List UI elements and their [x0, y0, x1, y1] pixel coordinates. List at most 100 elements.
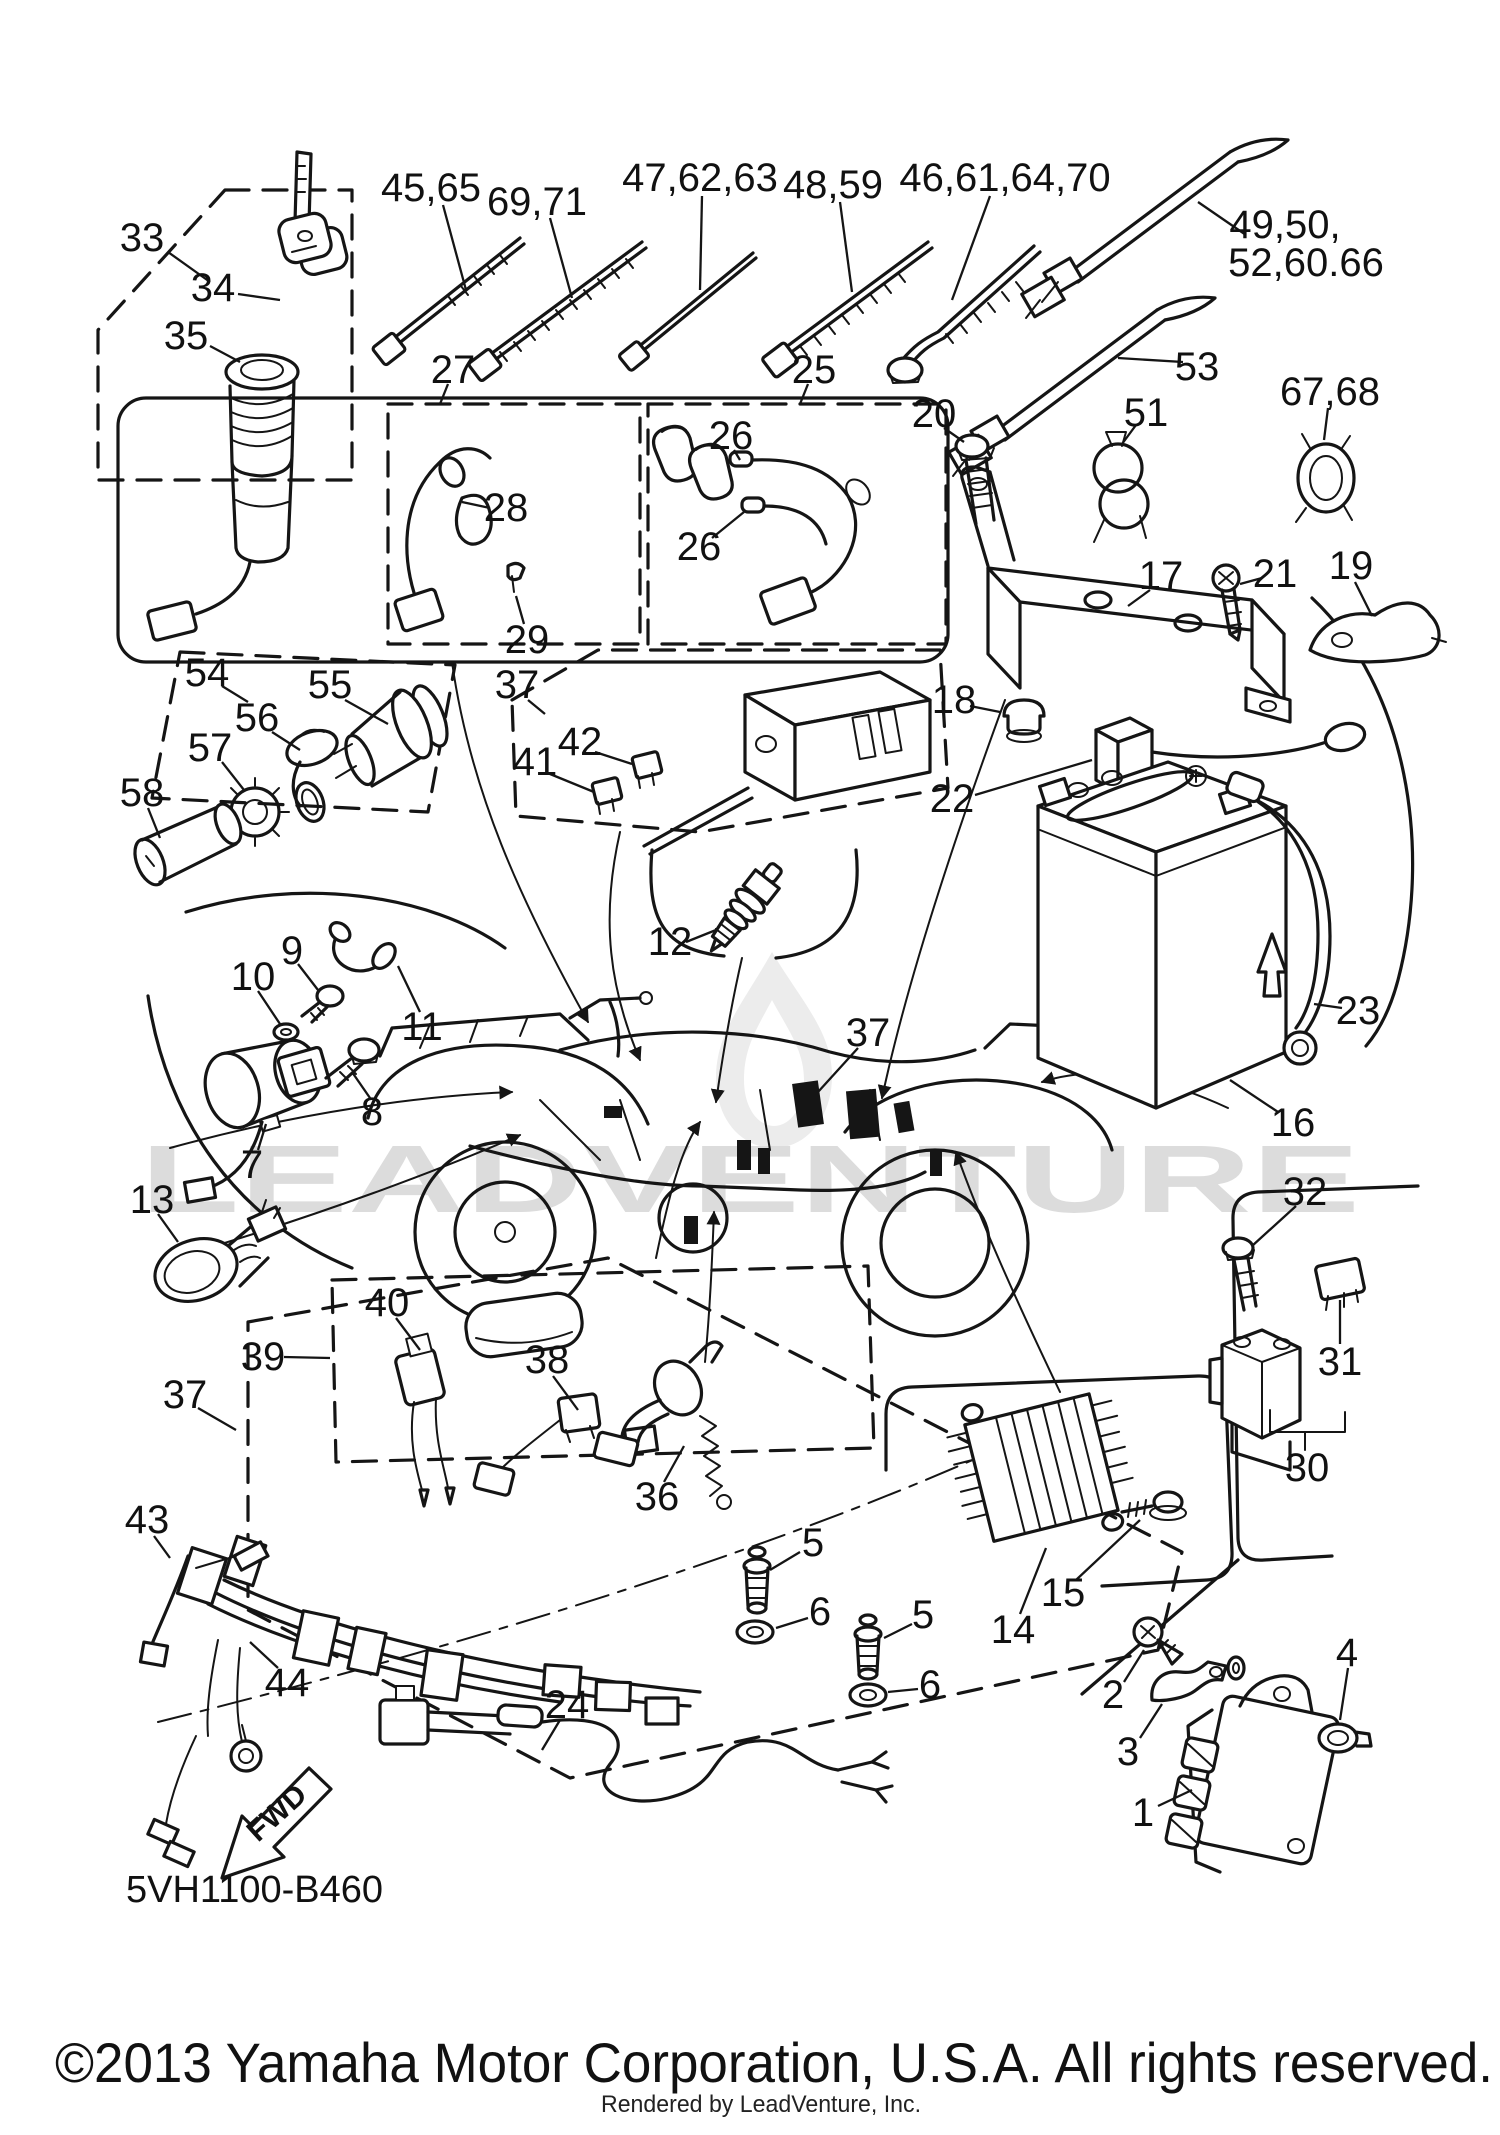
- bulb-harness-dashed-box-27: [386, 402, 642, 646]
- callout-37: 37: [163, 1373, 208, 1417]
- accessory-socket-dashed-box-54: [150, 650, 457, 814]
- callout-leader-35: [209, 344, 241, 364]
- callout-leader-55: [344, 698, 389, 726]
- callout-8: 8: [361, 1090, 383, 1134]
- callout-27: 27: [431, 348, 476, 392]
- callout-leader-39: [283, 1355, 331, 1360]
- fuse-box-dashed-box-37: [510, 648, 950, 834]
- callout-30: 30: [1285, 1446, 1330, 1490]
- callout-leader-10: [257, 990, 281, 1025]
- callout-leader-1: [1157, 1788, 1193, 1808]
- callout-leader-44: [249, 1641, 279, 1669]
- fuse-42: [630, 750, 664, 789]
- callout-20: 20: [912, 392, 957, 436]
- socket-55: [333, 684, 449, 788]
- callout-leader-9: [297, 963, 319, 991]
- cdi-region-arc: [1080, 1558, 1240, 1696]
- callout-39: 39: [241, 1335, 286, 1379]
- sensor-36: [592, 1340, 732, 1510]
- clamp-67-68: [1295, 433, 1356, 523]
- callout-leader-7: [256, 1123, 268, 1151]
- centerline: [157, 1413, 1073, 1723]
- studs-and-washers: [735, 1545, 888, 1708]
- relay-38: [472, 1392, 660, 1497]
- callout-10: 10: [231, 955, 276, 999]
- callout-leader-11: [396, 965, 422, 1013]
- callout-21: 21: [1253, 552, 1298, 596]
- copyright-text: ©2013 Yamaha Motor Corporation, U.S.A. A…: [55, 2031, 1493, 2094]
- callout-leader-41: [549, 772, 595, 794]
- callout-67,68: 67,68: [1280, 370, 1380, 414]
- callout-leader-21: [1239, 576, 1263, 586]
- bolt-9: [300, 984, 345, 1024]
- callout-leader-69,71: [548, 217, 574, 299]
- callout-leader-2: [1123, 1649, 1145, 1683]
- callout-36: 36: [635, 1475, 680, 1519]
- ignition-coil-group: [182, 921, 397, 1204]
- callout-31: 31: [1318, 1340, 1363, 1384]
- cable-tie-45-65: [371, 236, 526, 367]
- callout-4: 4: [1336, 1631, 1358, 1675]
- cable-tie-69-71: [467, 240, 648, 383]
- callout-34: 34: [191, 266, 236, 310]
- clamp-51: [1092, 431, 1150, 543]
- cable-tie-46-61-64-70: [886, 244, 1042, 384]
- socket-cord-dashed-box-25: [646, 402, 948, 646]
- callout-leader-15: [1075, 1519, 1141, 1581]
- callout-leader-37: [817, 1047, 859, 1093]
- callout-37: 37: [495, 663, 540, 707]
- callout-40: 40: [365, 1281, 410, 1325]
- battery-16: [1036, 760, 1288, 1110]
- callout-3: 3: [1117, 1730, 1139, 1774]
- callout-15: 15: [1041, 1571, 1086, 1615]
- fwd-arrow: FWD: [220, 1766, 333, 1880]
- part-code: 5VH1100-B460: [126, 1869, 383, 1911]
- callout-leader-16: [1229, 1079, 1279, 1113]
- callout-5: 5: [802, 1521, 824, 1565]
- callout-49,50,: 49,50,: [1229, 203, 1340, 247]
- up-arrow: [1256, 932, 1288, 998]
- callout-17: 17: [1139, 554, 1184, 598]
- callout-leader-23: [1313, 1002, 1343, 1010]
- screw-2: [1132, 1616, 1184, 1666]
- callout-6: 6: [809, 1590, 831, 1634]
- lead-wire-24: [378, 1685, 894, 1804]
- callout-leader-32: [1251, 1205, 1297, 1247]
- sub-wire-43: [138, 1540, 270, 1668]
- callout-1: 1: [1132, 1791, 1154, 1835]
- callout-leader-14: [1018, 1547, 1048, 1615]
- callout-47,62,63: 47,62,63: [622, 156, 778, 200]
- harness-dashed-box-37: [246, 1256, 1184, 1780]
- callout-leader-36: [662, 1445, 686, 1483]
- callout-leader-54: [221, 685, 249, 703]
- callout-32: 32: [1283, 1170, 1328, 1214]
- callout-leader-33: [167, 251, 211, 283]
- callout-23: 23: [1336, 989, 1381, 1033]
- callout-leader-22: [974, 758, 1093, 797]
- callout-11: 11: [401, 1005, 443, 1049]
- cable-tie-48-59: [761, 240, 934, 379]
- callout-25: 25: [792, 348, 837, 392]
- callout-leader-56: [271, 731, 301, 751]
- coil-region-outline: [146, 891, 507, 1270]
- clamp-3: [1150, 1655, 1246, 1703]
- callout-leader-17: [1127, 589, 1151, 607]
- callout-13: 13: [130, 1178, 175, 1222]
- callout-2: 2: [1102, 1673, 1124, 1717]
- callout-leader-57: [221, 761, 245, 791]
- callout-43: 43: [125, 1498, 170, 1542]
- bulb-wire-27: [393, 447, 526, 633]
- callout-58: 58: [120, 771, 165, 815]
- spark-plug-12: [709, 862, 783, 953]
- callout-29: 29: [505, 618, 550, 662]
- callout-leader-47,62,63: [698, 195, 704, 291]
- battery-region-outline: [1310, 596, 1415, 1048]
- sensor-40: [394, 1291, 584, 1508]
- callout-leader-13: [157, 1213, 179, 1243]
- battery-group: [1036, 716, 1367, 1110]
- fuse-box-37: [590, 670, 932, 856]
- washer-6b: [848, 1682, 888, 1708]
- callout-leader-29: [514, 595, 526, 625]
- bracket-19: [1308, 601, 1447, 664]
- callout-leader-58: [146, 807, 162, 839]
